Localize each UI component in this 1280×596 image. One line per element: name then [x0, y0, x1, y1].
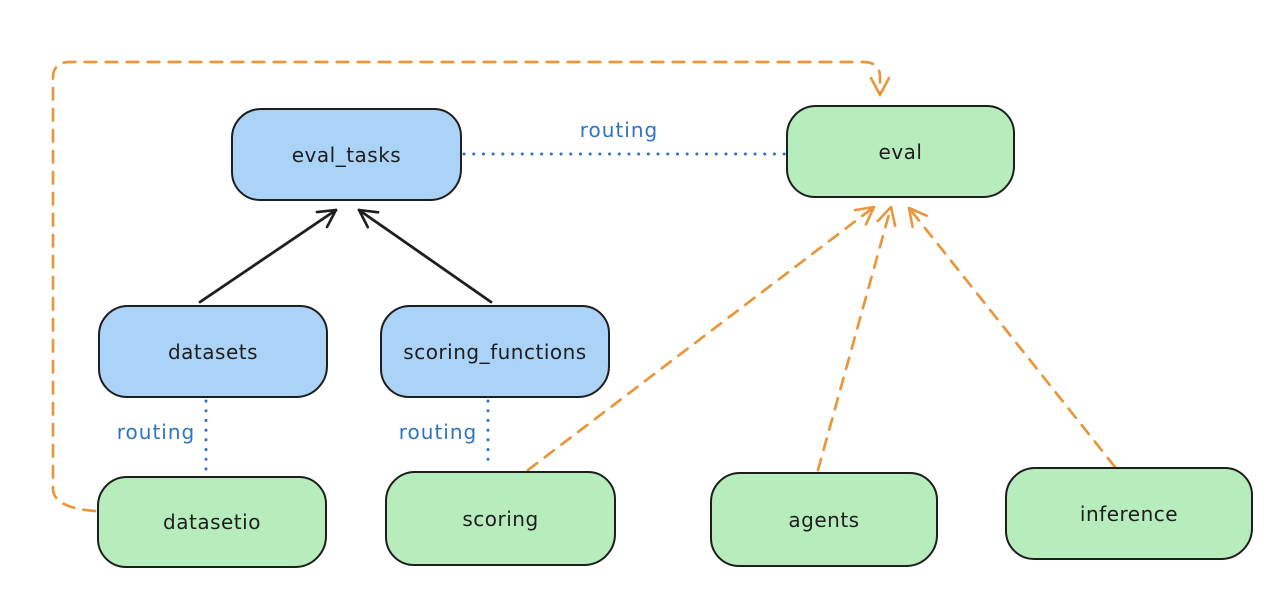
node-datasets: datasets	[98, 305, 328, 398]
node-scoring: scoring	[385, 471, 616, 566]
node-scoring-functions-label: scoring_functions	[403, 339, 587, 364]
edge-label-routing-scoring-functions-scoring: routing	[398, 420, 478, 444]
node-agents-label: agents	[788, 507, 860, 532]
edge-label-routing-datasets-datasetio: routing	[116, 420, 196, 444]
node-datasets-label: datasets	[167, 339, 259, 364]
node-inference-label: inference	[1079, 501, 1179, 526]
node-eval-tasks-label: eval_tasks	[291, 142, 402, 167]
node-datasetio-label: datasetio	[163, 510, 261, 534]
edge-scoring-functions-to-eval-tasks-arrow	[357, 208, 493, 304]
edge-agents-to-eval-dashed	[816, 205, 897, 472]
node-inference: inference	[1005, 467, 1253, 560]
edge-inference-to-eval-dashed	[907, 206, 1117, 469]
edge-label-routing-eval-tasks-eval: routing	[579, 118, 659, 142]
edge-scoring-to-eval-dashed	[526, 205, 876, 472]
node-scoring-label: scoring	[462, 506, 539, 531]
node-agents: agents	[710, 472, 938, 567]
edge-datasets-to-eval-tasks-arrow	[198, 208, 338, 304]
node-datasetio: datasetio	[97, 476, 327, 568]
node-scoring-functions: scoring_functions	[380, 305, 610, 398]
node-eval-tasks: eval_tasks	[231, 108, 462, 201]
node-eval-label: eval	[878, 139, 923, 164]
node-eval: eval	[786, 105, 1015, 198]
